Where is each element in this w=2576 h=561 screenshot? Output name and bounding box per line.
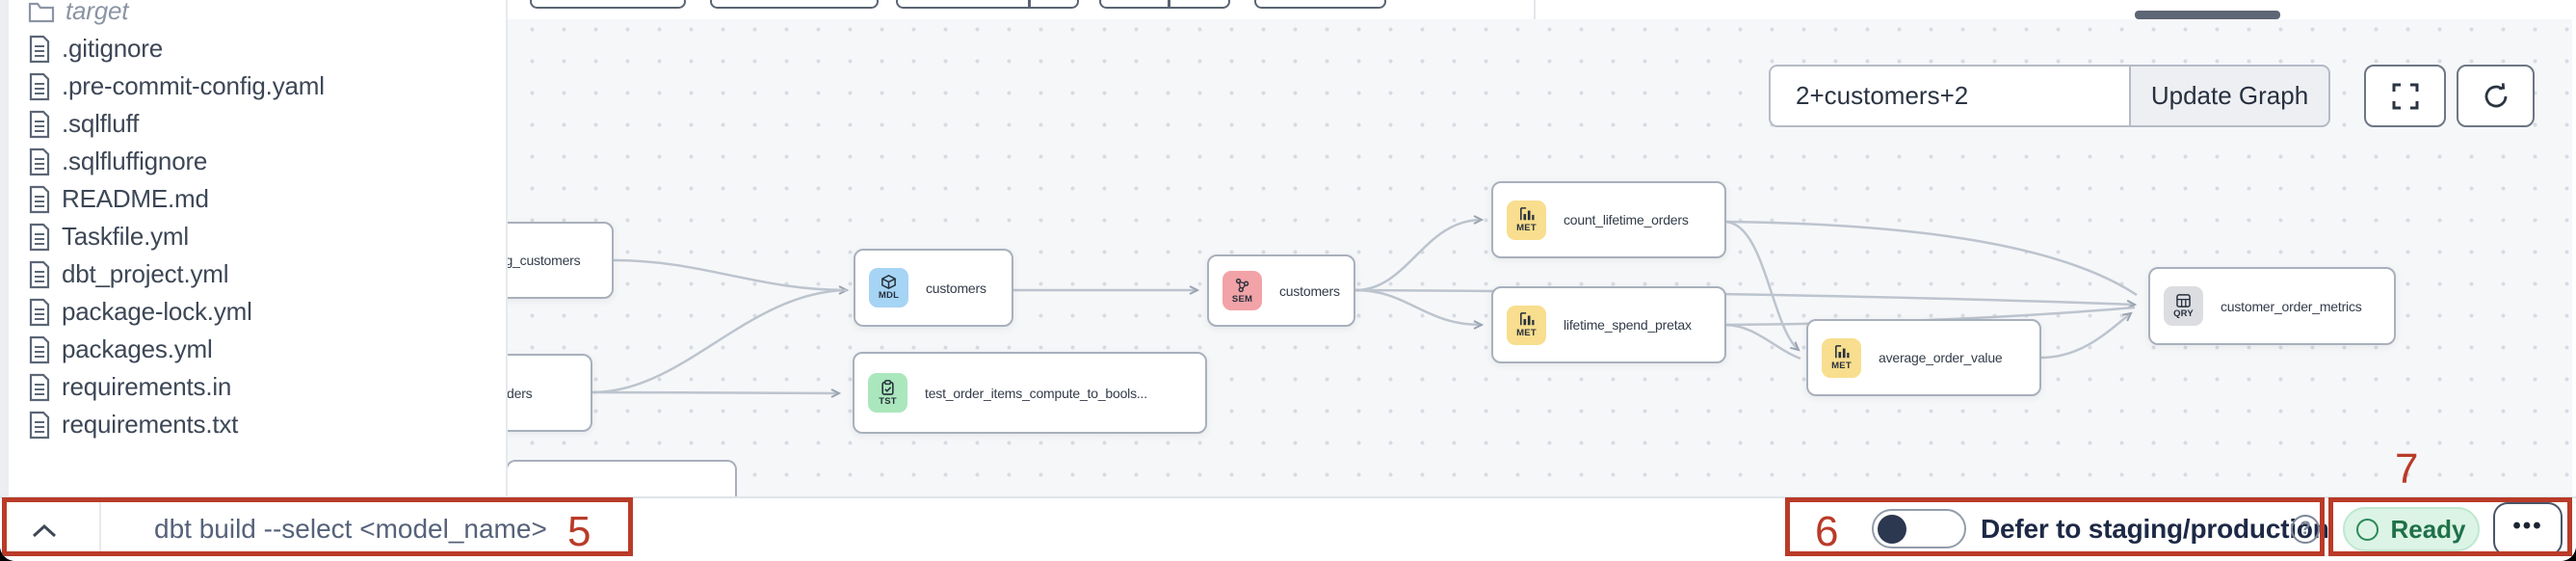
toggle-knob: [1878, 514, 1906, 544]
bar-chart-icon: [1519, 311, 1534, 325]
test-badge: TST: [868, 373, 907, 413]
metric-badge: MET: [1507, 200, 1546, 240]
file-icon: [29, 185, 50, 213]
command-bar-divider: [99, 502, 101, 556]
file-tree-item[interactable]: Taskfile.yml: [0, 218, 506, 255]
chevron-up-icon: [32, 523, 57, 537]
fullscreen-button[interactable]: [2364, 65, 2446, 127]
top-toolbar-strip: [508, 0, 2576, 19]
graph-node-test-order-items[interactable]: TST test_order_items_compute_to_bools...: [853, 352, 1207, 434]
graph-node-customers-model[interactable]: MDL customers: [854, 249, 1013, 327]
toolbar-button-partial[interactable]: [1254, 0, 1386, 9]
right-edge-strip: [2572, 0, 2576, 496]
file-icon: [29, 72, 50, 100]
node-label: customers: [926, 280, 986, 296]
graph-node-customer-order-metrics[interactable]: QRY customer_order_metrics: [2148, 267, 2396, 345]
bar-chart-icon: [1519, 206, 1534, 220]
fullscreen-icon: [2392, 83, 2418, 109]
file-icon: [29, 373, 50, 401]
graph-node-count-lifetime-orders[interactable]: MET count_lifetime_orders: [1491, 181, 1726, 258]
toolbar-button-partial[interactable]: [1099, 0, 1230, 9]
file-icon: [29, 223, 50, 251]
defer-label: Defer to staging/production: [1981, 513, 2329, 544]
file-tree-item[interactable]: requirements.txt: [0, 406, 506, 443]
file-tree-item[interactable]: dbt_project.yml: [0, 255, 506, 293]
active-tab-indicator: [2135, 11, 2280, 19]
node-label: count_lifetime_orders: [1564, 212, 1689, 227]
refresh-icon: [2484, 82, 2507, 107]
clipboard-check-icon: [881, 379, 894, 395]
defer-toggle[interactable]: [1872, 509, 1966, 548]
model-badge: MDL: [869, 268, 908, 307]
branch-graph-icon: [1235, 278, 1249, 292]
file-explorer-panel: target .gitignore .pre-commit-config.yam…: [0, 0, 508, 496]
selector-value: 2+customers+2: [1796, 81, 1969, 110]
status-badge: Ready: [2343, 507, 2480, 551]
file-tree-item[interactable]: .gitignore: [0, 30, 506, 67]
command-input[interactable]: dbt build --select <model_name>: [154, 513, 547, 544]
refresh-button[interactable]: [2457, 65, 2535, 127]
file-tree-item[interactable]: package-lock.yml: [0, 293, 506, 331]
bar-chart-icon: [1834, 344, 1849, 358]
file-tree: target .gitignore .pre-commit-config.yam…: [0, 0, 506, 443]
file-tree-item[interactable]: .pre-commit-config.yaml: [0, 67, 506, 105]
node-label: stg_customers: [495, 253, 581, 268]
help-icon[interactable]: ?: [2291, 515, 2320, 544]
file-icon: [29, 298, 50, 326]
node-label: lifetime_spend_pretax: [1564, 317, 1692, 333]
toolbar-button-partial[interactable]: [710, 0, 879, 9]
status-text: Ready: [2390, 514, 2466, 544]
metric-badge: MET: [1822, 337, 1861, 378]
file-tree-folder-target[interactable]: target: [0, 0, 506, 30]
query-badge: QRY: [2164, 286, 2203, 326]
file-icon: [29, 110, 50, 138]
file-tree-item[interactable]: .sqlfluff: [0, 105, 506, 143]
graph-node-average-order-value[interactable]: MET average_order_value: [1806, 319, 2041, 396]
file-icon: [29, 335, 50, 363]
toolbar-button-partial[interactable]: [530, 0, 686, 9]
toolbar-button-partial[interactable]: [896, 0, 1079, 9]
more-options-button[interactable]: •••: [2493, 502, 2563, 556]
node-label: customer_order_metrics: [2221, 298, 2362, 314]
file-icon: [29, 411, 50, 439]
file-tree-item[interactable]: packages.yml: [0, 331, 506, 368]
file-tree-item[interactable]: README.md: [0, 180, 506, 218]
node-label: average_order_value: [1879, 350, 2003, 365]
file-icon: [29, 35, 50, 63]
cube-icon: [881, 275, 896, 289]
metric-badge: MET: [1507, 305, 1546, 345]
status-circle-icon: [2356, 518, 2379, 541]
file-tree-item[interactable]: .sqlfluffignore: [0, 143, 506, 180]
panel-edge: [0, 0, 9, 496]
graph-selector-group: 2+customers+2 Update Graph: [1769, 65, 2330, 127]
toolbar-divider: [1534, 0, 1536, 19]
graph-node-customers-semantic[interactable]: SEM customers: [1207, 254, 1355, 327]
file-tree-item[interactable]: requirements.in: [0, 368, 506, 406]
graph-node-partial[interactable]: [506, 460, 737, 498]
expand-command-bar-button[interactable]: [23, 514, 66, 547]
node-label: test_order_items_compute_to_bools...: [925, 385, 1147, 401]
semantic-badge: SEM: [1222, 271, 1262, 310]
selector-input[interactable]: 2+customers+2: [1769, 65, 2131, 127]
table-grid-icon: [2176, 293, 2191, 307]
update-graph-button[interactable]: Update Graph: [2131, 65, 2330, 127]
graph-node-lifetime-spend-pretax[interactable]: MET lifetime_spend_pretax: [1491, 286, 1726, 363]
node-label: customers: [1279, 282, 1340, 299]
folder-icon: [28, 2, 55, 22]
file-icon: [29, 260, 50, 288]
command-bar: dbt build --select <model_name> Defer to…: [0, 496, 2576, 561]
file-icon: [29, 147, 50, 175]
